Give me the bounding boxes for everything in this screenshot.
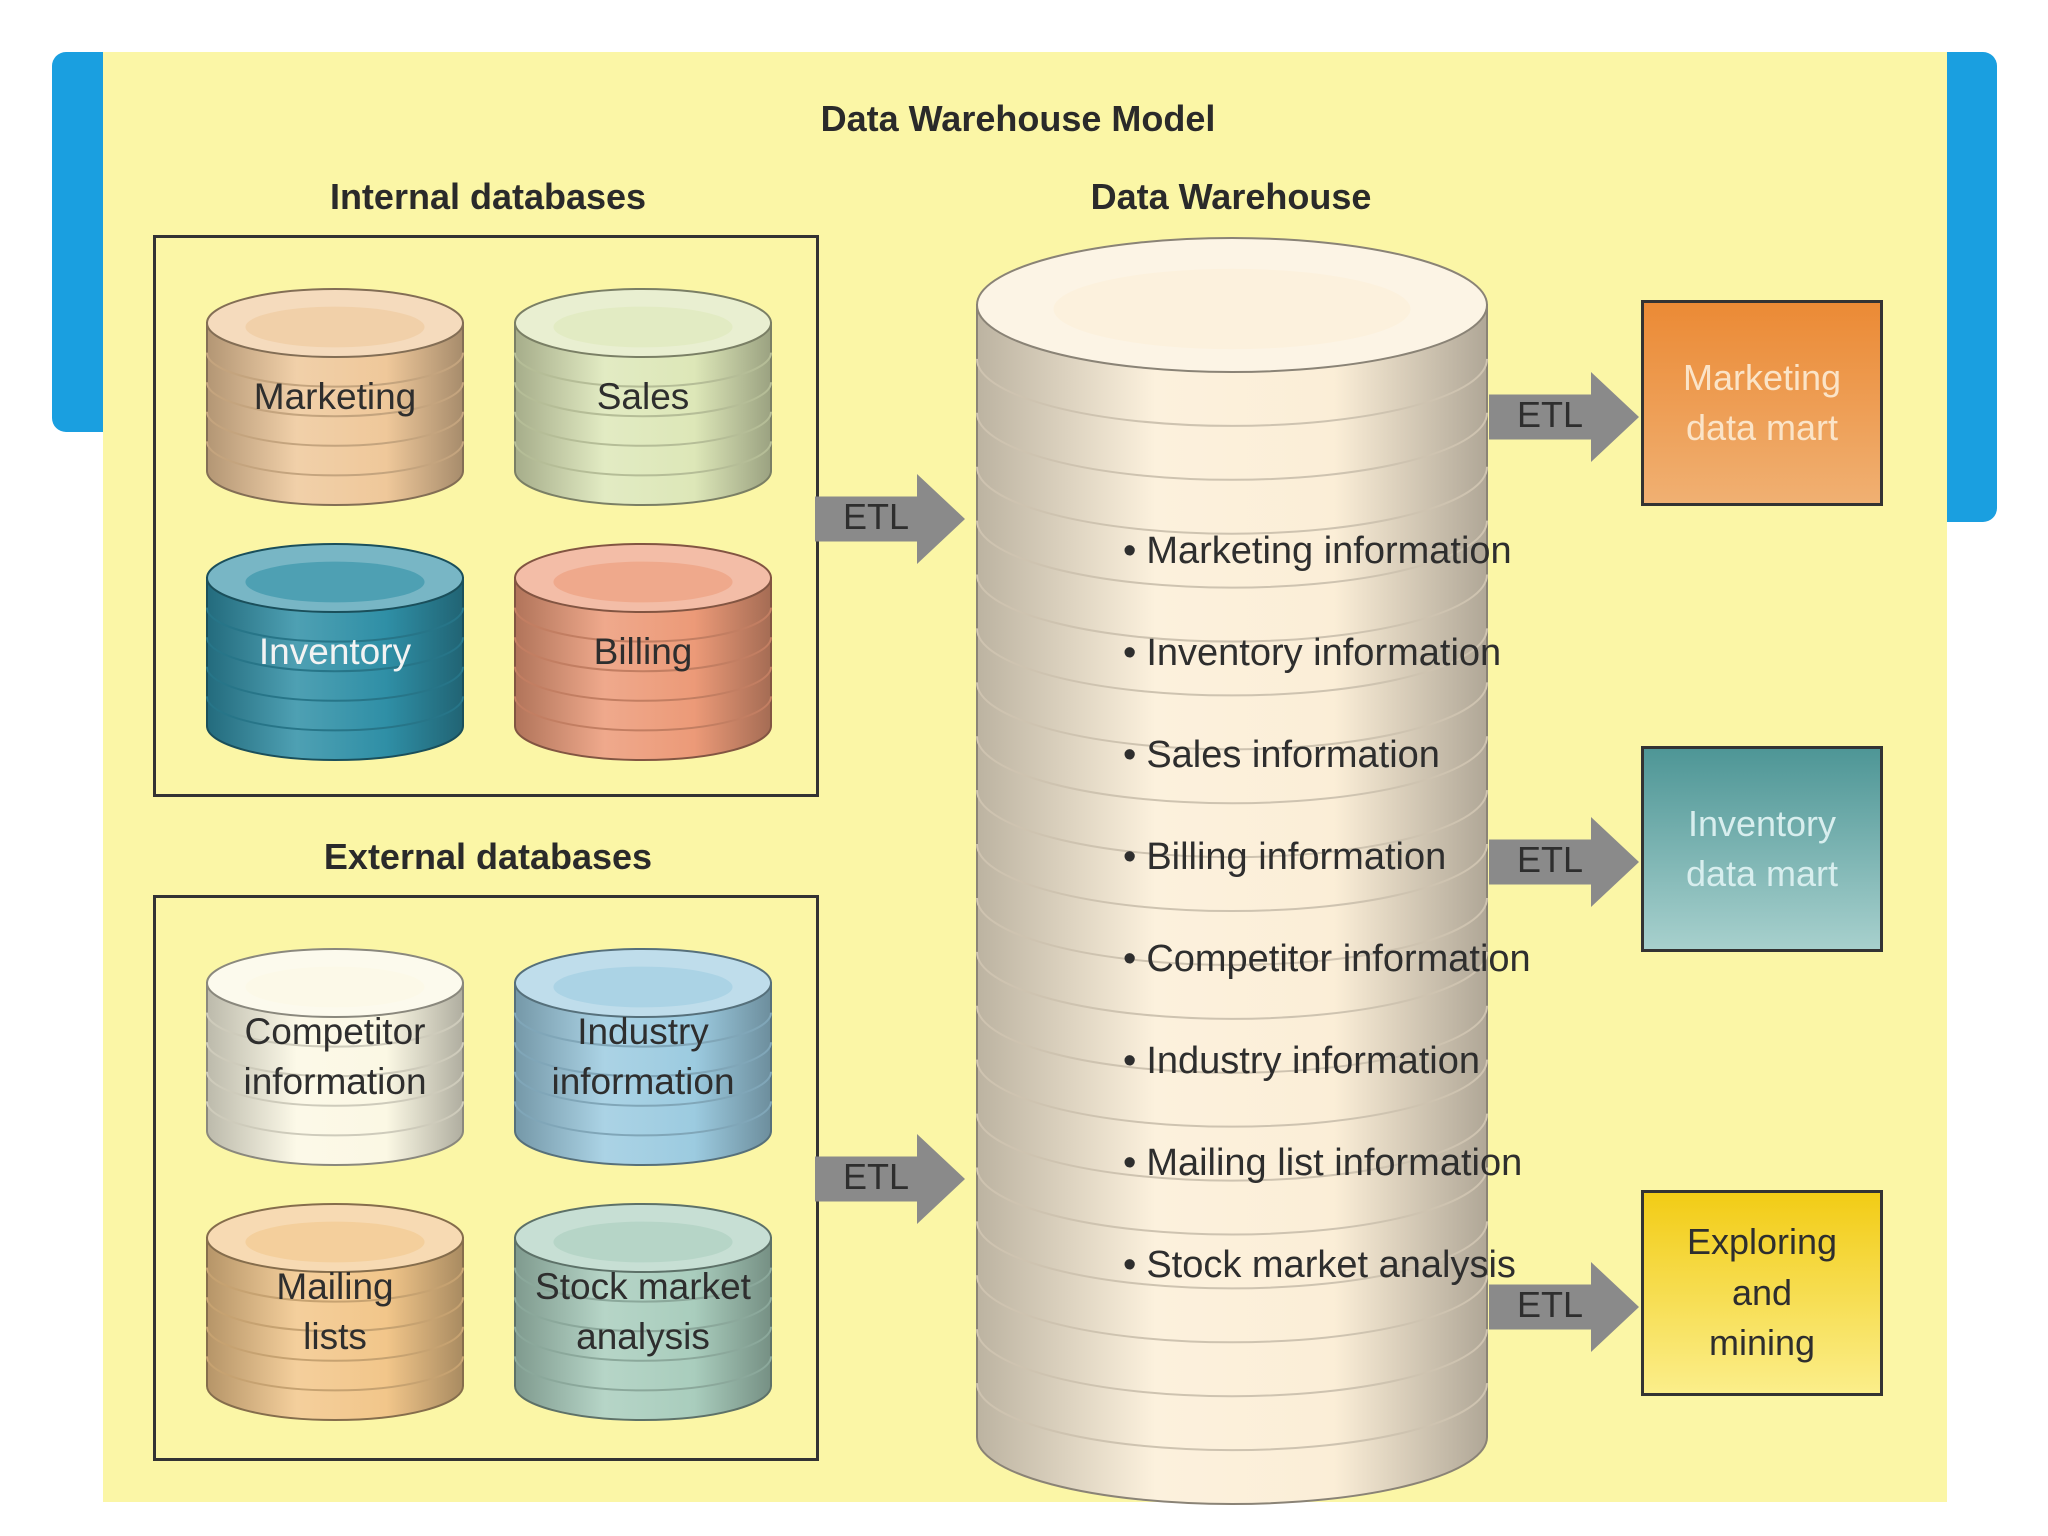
diagram-title: Data Warehouse Model bbox=[820, 98, 1216, 139]
etl-label: ETL bbox=[842, 1156, 910, 1197]
cylinder-shape bbox=[206, 543, 464, 761]
warehouse-item: Mailing list information bbox=[1123, 1142, 1522, 1185]
billing-database: Billing bbox=[513, 542, 773, 762]
arrow-shape bbox=[815, 474, 965, 564]
mart-label: Marketing data mart bbox=[1682, 356, 1842, 448]
data-warehouse-cylinder bbox=[975, 236, 1489, 1506]
cylinder-shape bbox=[514, 288, 772, 506]
etl-label: ETL bbox=[1516, 394, 1584, 435]
database-label: Industry information bbox=[551, 1011, 735, 1102]
marketing-database: Marketing bbox=[205, 287, 465, 507]
cylinder-shape bbox=[514, 1203, 772, 1421]
etl-arrow-inventory-mart: ETL bbox=[1489, 817, 1639, 907]
warehouse-item: Industry information bbox=[1123, 1040, 1480, 1083]
database-label: Stock market analysis bbox=[535, 1266, 751, 1357]
etl-label: ETL bbox=[1516, 839, 1584, 880]
database-label: Inventory bbox=[258, 631, 412, 672]
external-databases-heading: External databases bbox=[323, 836, 653, 877]
cylinder-shape bbox=[206, 288, 464, 506]
warehouse-item: Stock market analysis bbox=[1123, 1244, 1516, 1287]
etl-label: ETL bbox=[842, 496, 910, 537]
exploring-and-mining: Exploring and mining bbox=[1641, 1190, 1883, 1396]
database-label: Sales bbox=[596, 376, 690, 417]
arrow-shape bbox=[815, 1134, 965, 1224]
diagram-canvas: Data Warehouse Model Internal databases … bbox=[103, 52, 1947, 1505]
sales-database: Sales bbox=[513, 287, 773, 507]
arrow-shape bbox=[1489, 1262, 1639, 1352]
warehouse-item: Marketing information bbox=[1123, 530, 1511, 573]
cylinder-shape bbox=[514, 543, 772, 761]
mailing-lists-database: Mailing lists bbox=[205, 1202, 465, 1422]
marketing-data-mart: Marketing data mart bbox=[1641, 300, 1883, 506]
cylinder-shape bbox=[514, 948, 772, 1166]
mart-label: Exploring and mining bbox=[1686, 1221, 1838, 1364]
etl-arrow-exploring: ETL bbox=[1489, 1262, 1639, 1352]
warehouse-item: Sales information bbox=[1123, 734, 1440, 777]
competitor-information-database: Competitor information bbox=[205, 947, 465, 1167]
cylinder-shape bbox=[206, 1203, 464, 1421]
inventory-data-mart: Inventory data mart bbox=[1641, 746, 1883, 952]
etl-arrow-external: ETL bbox=[815, 1134, 965, 1224]
etl-arrow-internal: ETL bbox=[815, 474, 965, 564]
etl-arrow-marketing-mart: ETL bbox=[1489, 372, 1639, 462]
etl-label: ETL bbox=[1516, 1284, 1584, 1325]
cylinder-shape bbox=[976, 237, 1488, 1505]
cylinder-shape bbox=[206, 948, 464, 1166]
warehouse-item: Billing information bbox=[1123, 836, 1446, 879]
warehouse-item: Competitor information bbox=[1123, 938, 1530, 981]
industry-information-database: Industry information bbox=[513, 947, 773, 1167]
database-label: Marketing bbox=[253, 376, 417, 417]
database-label: Mailing lists bbox=[276, 1266, 394, 1357]
mart-label: Inventory data mart bbox=[1685, 802, 1839, 894]
internal-databases-heading: Internal databases bbox=[329, 176, 647, 217]
warehouse-item: Inventory information bbox=[1123, 632, 1501, 675]
inventory-database: Inventory bbox=[205, 542, 465, 762]
arrow-shape bbox=[1489, 372, 1639, 462]
database-label: Competitor information bbox=[243, 1011, 427, 1102]
database-label: Billing bbox=[593, 631, 693, 672]
arrow-shape bbox=[1489, 817, 1639, 907]
stock-market-analysis-database: Stock market analysis bbox=[513, 1202, 773, 1422]
data-warehouse-heading: Data Warehouse bbox=[1090, 176, 1372, 217]
